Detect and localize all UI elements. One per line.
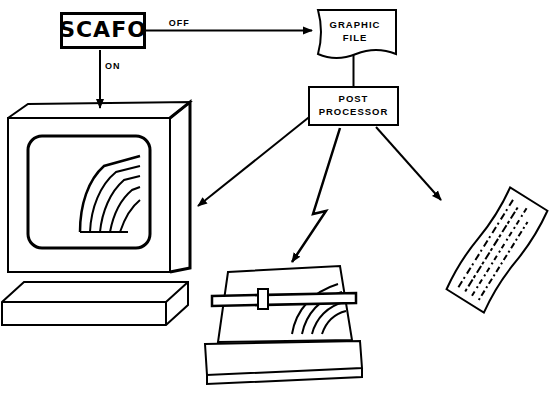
plotter-base xyxy=(205,341,362,375)
plotter xyxy=(205,266,362,384)
flow-arrow xyxy=(146,30,312,32)
terminal-monitor xyxy=(2,102,190,325)
print-row xyxy=(458,199,513,287)
output-arrow xyxy=(198,110,318,206)
monitor-top xyxy=(8,102,190,118)
file-document: GRAPHIC FILE xyxy=(312,8,398,64)
plotter-carriage xyxy=(212,293,356,306)
process-box: POST PROCESSOR xyxy=(308,86,399,126)
hull-curve xyxy=(90,166,140,232)
monitor-side xyxy=(170,102,190,272)
hull-curve xyxy=(120,200,140,232)
monitor-front xyxy=(8,118,170,272)
keyboard-base xyxy=(2,282,188,325)
hull-curve xyxy=(80,231,128,233)
plotter-pen xyxy=(258,289,268,309)
hull-curve xyxy=(80,156,140,232)
edge-label: OFF xyxy=(169,18,190,28)
node-text: GRAPHIC FILE xyxy=(326,18,384,45)
print-row xyxy=(472,207,527,295)
printout-paper xyxy=(445,186,549,313)
print-row xyxy=(479,222,528,300)
keyboard-edge xyxy=(2,282,188,325)
hull-curve xyxy=(100,176,140,232)
on-arrow xyxy=(99,50,101,108)
process-box: SCAFO xyxy=(60,12,146,49)
plot-curve xyxy=(312,302,344,334)
switch-label: ON xyxy=(105,61,121,71)
plot-curve xyxy=(322,311,346,334)
monitor-screen xyxy=(28,136,150,248)
hull-curve xyxy=(110,187,140,232)
paper-sheet xyxy=(445,186,549,313)
lightning-arrow xyxy=(292,128,340,262)
output-arrow xyxy=(376,127,441,200)
document-outline-path xyxy=(318,10,396,58)
plotter-front xyxy=(207,368,362,384)
node-text: SCAFO xyxy=(59,18,147,42)
node-text: POST PROCESSOR xyxy=(314,93,394,119)
flow-arrow xyxy=(353,54,355,86)
